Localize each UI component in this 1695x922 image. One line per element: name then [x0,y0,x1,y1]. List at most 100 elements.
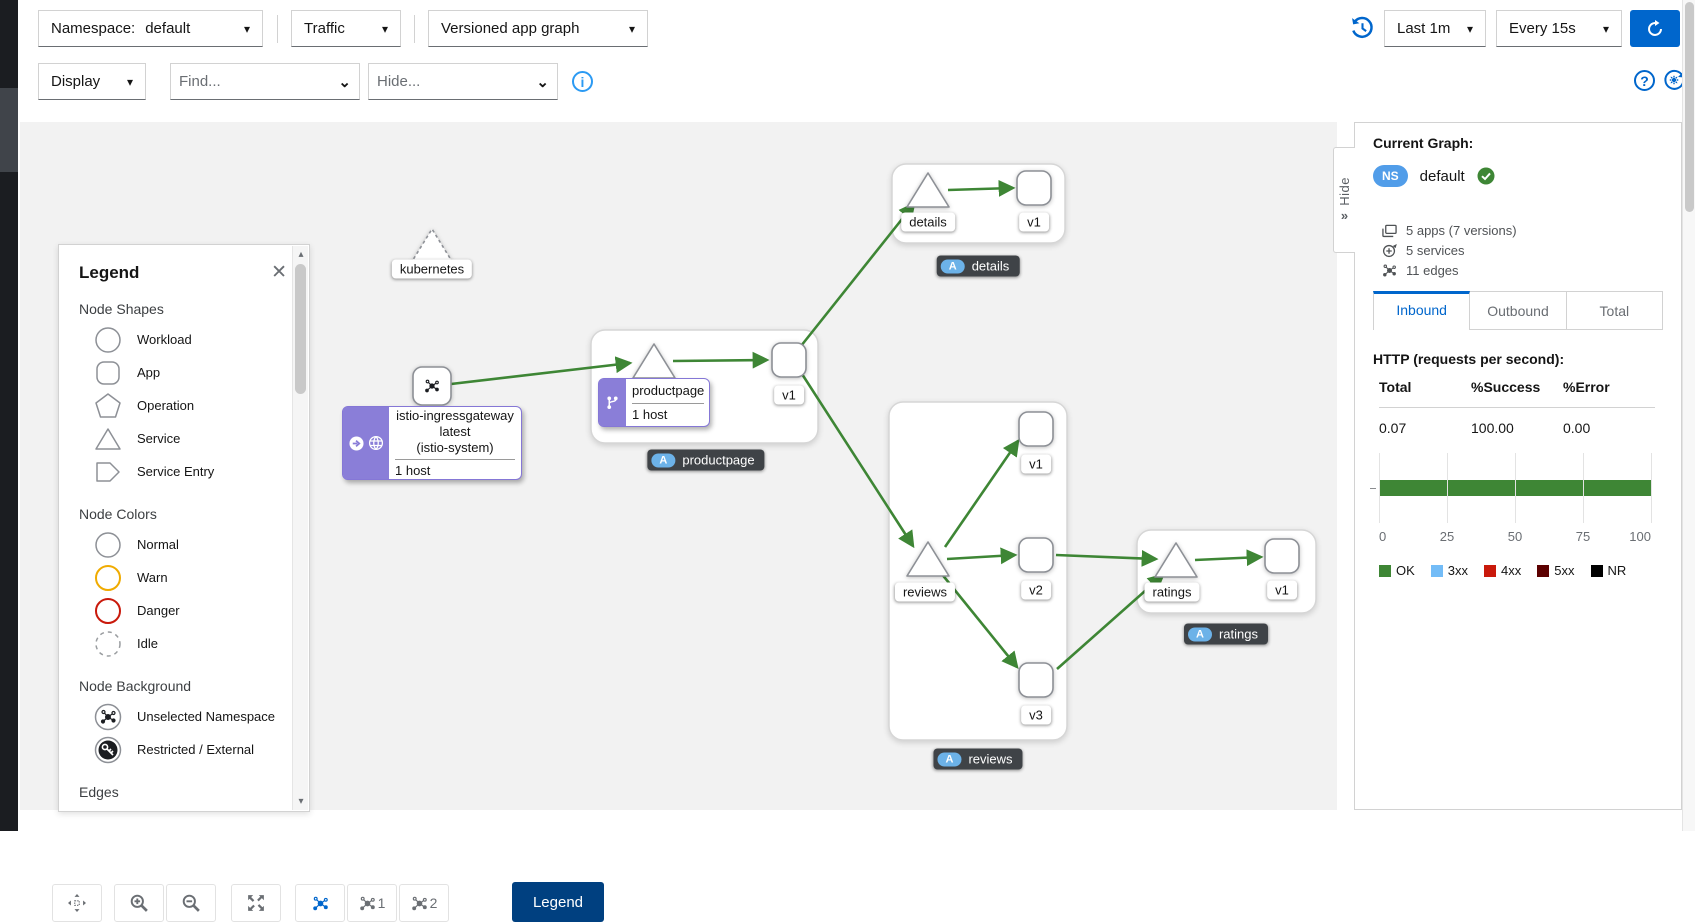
applications-icon [1381,224,1397,238]
legend-scrollbar-thumb[interactable] [295,264,306,394]
refresh-interval-select[interactable]: Every 15s ▾ [1496,10,1622,47]
refresh-button[interactable] [1630,10,1680,47]
help-shortcuts-icon[interactable]: ? [1634,70,1655,91]
close-icon[interactable]: ✕ [271,262,287,283]
graph-node-reviews-service[interactable] [906,541,950,577]
productpage-info-box[interactable]: productpage 1 host [598,378,710,427]
graph-node-reviews-v2[interactable] [1018,537,1054,573]
idle-circle-icon [79,630,137,658]
chart-y-tick [1370,488,1376,489]
graph-group-reviews-group[interactable] [888,401,1068,741]
layout-2-label: 2 [429,895,438,911]
legend-item-service: Service [79,422,289,455]
node-label-reviews-v1[interactable]: v1 [1021,454,1051,474]
layout-1-button[interactable]: 1 [347,884,397,922]
page-scrollbar[interactable] [1682,0,1695,831]
tab-outbound[interactable]: Outbound [1470,291,1567,330]
graph-node-ratings-service[interactable] [1154,542,1198,578]
graph-node-reviews-v1[interactable] [1018,411,1054,447]
graph-type-select[interactable]: Versioned app graph ▾ [428,10,648,47]
node-label-ratings-service[interactable]: ratings [1144,582,1200,602]
graph-canvas[interactable]: istio-ingressgateway latest (istio-syste… [20,122,1337,922]
hide-tab-label: Hide [1337,177,1352,206]
productpage-info-body: productpage 1 host [626,379,710,426]
http-rps-heading: HTTP (requests per second): [1373,351,1565,367]
left-nav-rail[interactable] [0,0,18,831]
node-label-details-service[interactable]: details [901,212,955,232]
graph-edge[interactable] [943,438,1020,548]
node-label-productpage-v1[interactable]: v1 [774,385,804,405]
graph-edge[interactable] [946,547,1018,565]
graph-node-ratings-v1[interactable] [1264,538,1300,574]
chart-gridline [1651,453,1652,523]
legend-node-shapes-heading: Node Shapes [79,301,164,317]
graph-edge[interactable] [1194,549,1264,567]
gateway-hosts: 1 host [395,463,431,479]
page-scrollbar-thumb[interactable] [1685,2,1694,212]
find-hide-info-icon[interactable]: i [572,71,593,92]
scroll-up-icon[interactable]: ▴ [298,249,304,260]
find-input[interactable] [171,73,331,90]
namespace-name-link[interactable]: default [1419,167,1465,185]
graph-node-kubernetes[interactable] [410,228,454,264]
services-icon [1381,243,1397,258]
zoom-in-button[interactable] [114,884,164,922]
namespace-badge: NS [1373,165,1408,187]
time-range-select[interactable]: Last 1m ▾ [1384,10,1486,47]
legend-item-normal: Normal [79,528,289,561]
legend-item-unselected-namespace: Unselected Namespace [79,700,289,733]
graph-edge[interactable] [1055,549,1159,567]
node-label-reviews-v2[interactable]: v2 [1021,580,1051,600]
app-badge-label: details [971,258,1010,274]
side-panel-hide-tab[interactable]: Hide » [1333,147,1355,253]
chart-x-tick-label: 0 [1379,529,1387,544]
layout-default-button[interactable] [295,884,345,922]
http-table-header-row: Total %Success %Error [1379,379,1655,395]
node-label-reviews-v3[interactable]: v3 [1021,705,1051,725]
graph-edge[interactable] [799,202,916,347]
traffic-select[interactable]: Traffic ▾ [291,10,401,47]
tab-inbound[interactable]: Inbound [1373,291,1471,330]
find-options-chevron-icon[interactable]: ⌄ [338,73,351,91]
graph-edge[interactable] [947,179,1016,197]
fit-to-screen-button[interactable] [231,884,281,922]
graph-type-value: Versioned app graph [441,20,580,37]
time-duration-history-icon[interactable] [1350,16,1375,41]
node-label-details-v1[interactable]: v1 [1019,212,1049,232]
graph-node-reviews-v3[interactable] [1018,662,1054,698]
layout-1-label: 1 [377,895,386,911]
pan-tool-button[interactable] [52,884,102,922]
node-label-reviews-service[interactable]: reviews [894,582,956,602]
graph-node-productpage-v1[interactable] [771,342,807,378]
graph-edge[interactable] [672,351,770,369]
legend-scrollbar[interactable]: ▴ ▾ [292,246,308,810]
graph-node-details-service[interactable] [906,172,950,208]
zoom-out-button[interactable] [166,884,216,922]
namespace-label: Namespace: [51,20,136,37]
node-label-kubernetes[interactable]: kubernetes [391,259,473,279]
graph-node-details-v1[interactable] [1016,170,1052,206]
tab-total[interactable]: Total [1566,291,1663,330]
chart-gridline [1447,453,1448,523]
node-label-ratings-v1[interactable]: v1 [1267,580,1297,600]
graph-edge[interactable] [800,373,915,549]
layout-2-button[interactable]: 2 [399,884,449,922]
edges-stat: 11 edges [1381,263,1517,278]
chevron-down-icon: ▾ [1602,21,1609,36]
productpage-title: productpage [632,383,705,399]
http-rps-table: Total %Success %Error 0.07 100.00 0.00 [1379,379,1655,436]
display-select[interactable]: Display ▾ [38,63,146,100]
namespace-select[interactable]: Namespace: default ▾ [38,10,263,47]
scroll-down-icon[interactable]: ▾ [298,796,304,807]
graph-stats: 5 apps (7 versions) 5 services 11 edges [1381,223,1517,278]
istio-ingressgateway-info-box[interactable]: istio-ingressgateway latest (istio-syste… [342,406,522,480]
hide-options-chevron-icon[interactable]: ⌄ [536,73,549,91]
left-nav-active-item[interactable] [0,88,18,172]
legend-toggle-button[interactable]: Legend [512,882,604,922]
graph-edge[interactable] [450,356,633,386]
hide-input[interactable] [369,73,529,90]
